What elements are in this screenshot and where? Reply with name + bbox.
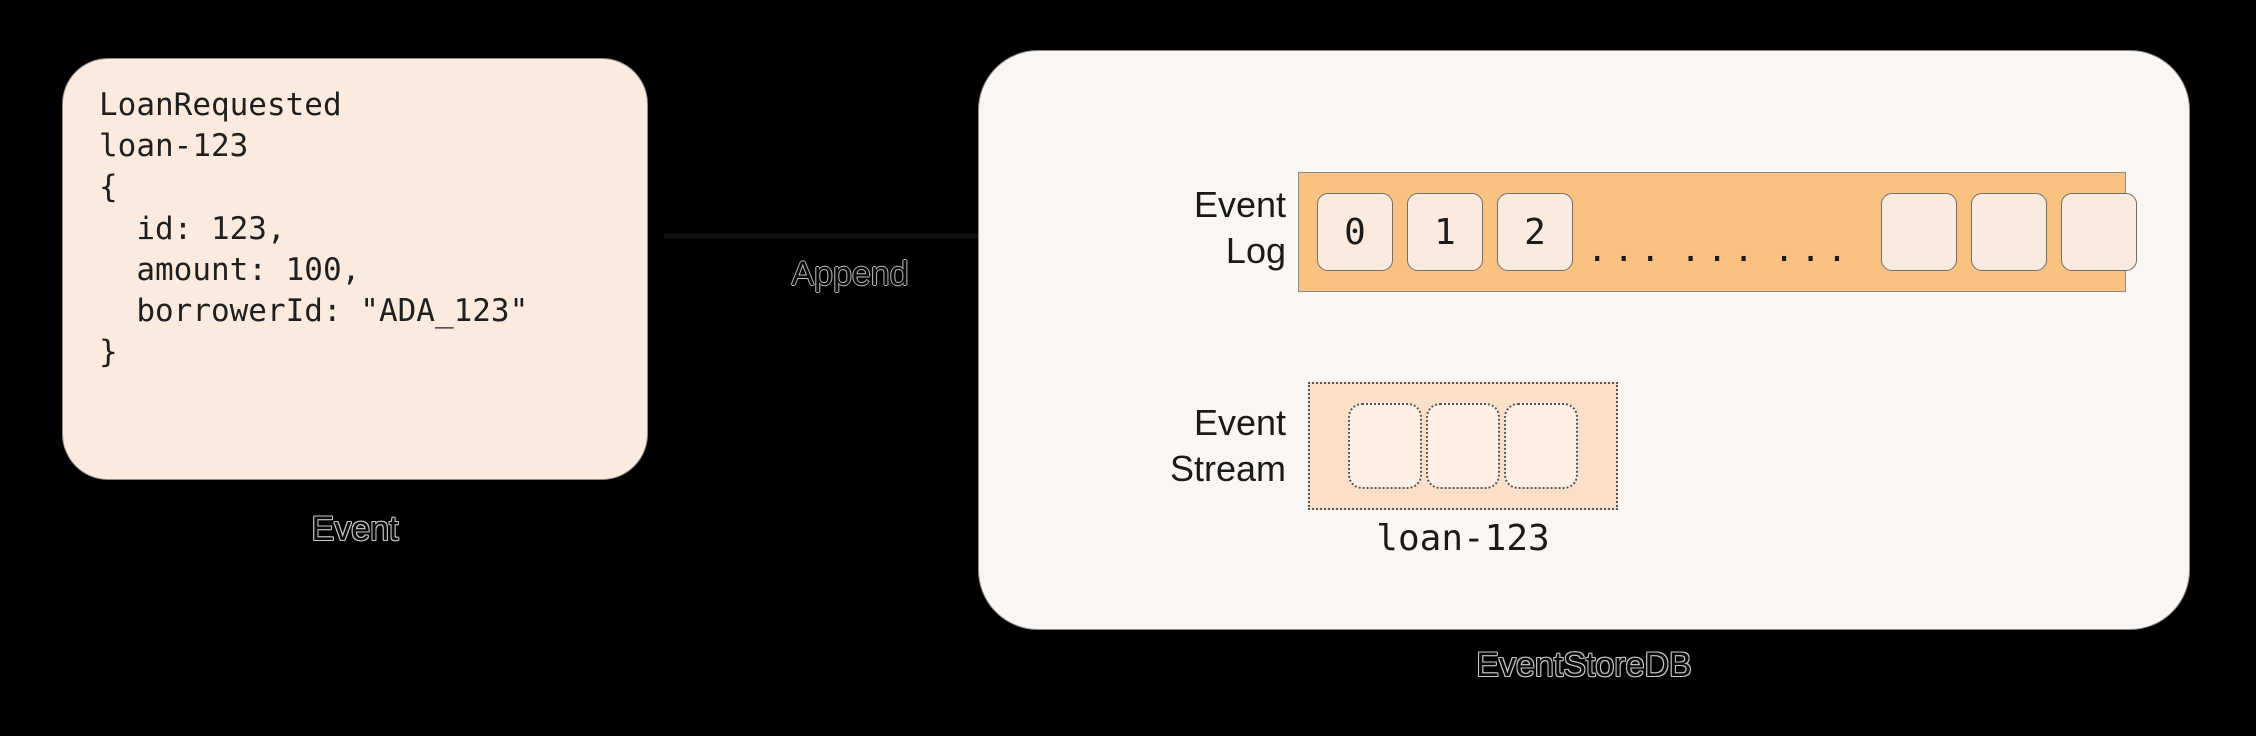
event-log-empty-cell-3 xyxy=(2061,193,2138,271)
event-stream-label-line2: Stream xyxy=(1169,448,1286,490)
event-stream-label-line1: Event xyxy=(1193,402,1286,443)
event-log-ellipsis-2: ... xyxy=(1773,230,1854,270)
event-log-label-line2: Log xyxy=(1225,230,1286,272)
event-stream-cell-2 xyxy=(1426,403,1500,489)
event-log-empty-cell-2 xyxy=(1971,193,2048,271)
event-stream-cell-3 xyxy=(1504,403,1578,489)
event-log-label-line1: Event xyxy=(1193,184,1286,225)
event-log-bar: 0 1 2 ... ... ... xyxy=(1298,172,2138,292)
event-card-caption: Event xyxy=(311,510,399,548)
event-stream-label: Event Stream xyxy=(1040,400,1286,492)
event-stream-caption: loan-123 xyxy=(1376,518,1550,559)
event-log-empty-cell-1 xyxy=(1881,193,1958,271)
event-log-ellipsis-1: ... xyxy=(1680,230,1760,270)
event-log-cell-1: 1 xyxy=(1407,193,1483,271)
eventstore-caption: EventStoreDB xyxy=(1476,646,1692,684)
event-log-cell-0: 0 xyxy=(1317,193,1393,271)
event-log-cell-2: 2 xyxy=(1497,193,1573,271)
event-log-label: Event Log xyxy=(1066,182,1286,274)
event-stream-cell-1 xyxy=(1348,403,1422,489)
event-stream-box xyxy=(1308,382,1618,510)
eventstore-container xyxy=(978,50,2190,630)
append-arrow-label: Append xyxy=(791,255,909,293)
event-log-ellipsis-0: ... xyxy=(1587,230,1667,270)
event-payload-code: LoanRequested loan-123 { id: 123, amount… xyxy=(99,87,529,371)
event-card: LoanRequested loan-123 { id: 123, amount… xyxy=(62,58,648,480)
